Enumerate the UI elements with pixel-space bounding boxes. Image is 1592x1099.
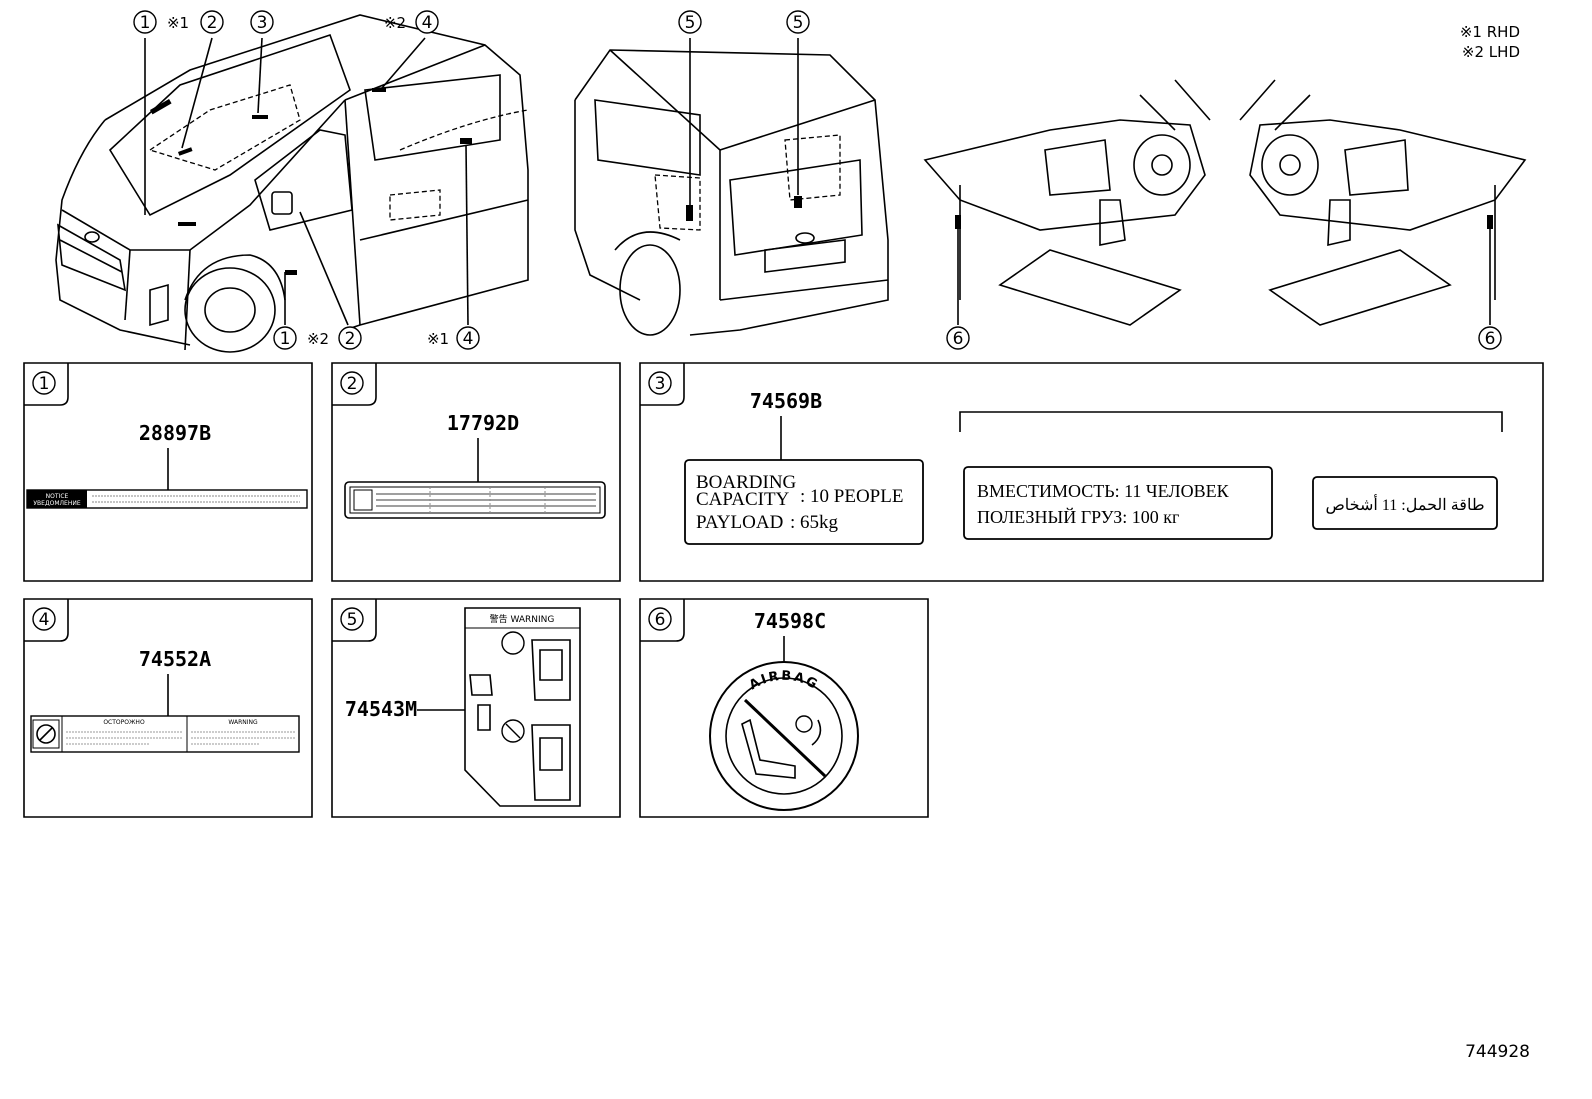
svg-text:5: 5	[793, 13, 804, 33]
star1-mark-bottom: ※1	[427, 330, 449, 348]
callout-2-bottom: 2	[338, 326, 362, 350]
svg-text:ПОЛЕЗНЫЙ ГРУЗ: 100 кг: ПОЛЕЗНЫЙ ГРУЗ: 100 кг	[977, 507, 1179, 527]
capacity-label-arabic: طاقة الحمل: 11 أشخاص	[1312, 476, 1498, 530]
svg-text:طاقة الحمل: 11 أشخاص: طاقة الحمل: 11 أشخاص	[1325, 494, 1484, 514]
svg-text:УВЕДОМЛЕНИЕ: УВЕДОМЛЕНИЕ	[33, 500, 80, 507]
panel-6: 6 74598C AIRBAG	[639, 598, 929, 818]
star2-mark-bottom: ※2	[307, 330, 329, 348]
svg-text:NOTICE: NOTICE	[46, 493, 69, 500]
svg-text:4: 4	[422, 13, 433, 33]
part-number-74543M: 74543M	[345, 697, 417, 721]
star2-mark-top: ※2	[384, 14, 406, 32]
svg-text:5: 5	[685, 13, 696, 33]
panel-3-number: 3	[655, 374, 666, 394]
svg-text:ВМЕСТИМОСТЬ: 11 ЧЕЛОВЕК: ВМЕСТИМОСТЬ: 11 ЧЕЛОВЕК	[977, 481, 1230, 501]
part-number-74569B: 74569B	[750, 389, 822, 413]
svg-text:1: 1	[280, 329, 291, 349]
capacity-label-english: BOARDING CAPACITY : 10 PEOPLE PAYLOAD : …	[684, 459, 924, 545]
callout-5-left: 5	[678, 10, 702, 34]
callout-4-top: 4	[415, 10, 439, 34]
note-rhd: ※1 RHD	[1460, 23, 1520, 41]
panel-1: 1 28897B NOTICE УВЕДОМЛЕНИЕ	[23, 362, 313, 582]
part-number-74552A: 74552A	[139, 647, 211, 671]
svg-text:WARNING: WARNING	[228, 719, 258, 726]
part-number-17792D: 17792D	[447, 411, 519, 435]
svg-text:6: 6	[953, 329, 964, 349]
panel-5-number: 5	[347, 610, 358, 630]
callout-6-left: 6	[946, 326, 970, 350]
svg-text:: 65kg: : 65kg	[790, 512, 839, 533]
callout-3-top: 3	[250, 10, 274, 34]
svg-text:2: 2	[345, 329, 356, 349]
tire-info-label	[344, 481, 606, 519]
svg-text:2: 2	[207, 13, 218, 33]
callout-1-bottom: 1	[273, 326, 297, 350]
callout-5-right: 5	[786, 10, 810, 34]
svg-text:PAYLOAD: PAYLOAD	[696, 512, 783, 533]
svg-text:CAPACITY: CAPACITY	[696, 489, 790, 510]
caution-label: ОСТОРОЖНО WARNING	[30, 715, 300, 753]
dashboard-lhd-view	[1239, 79, 1527, 326]
panel-6-number: 6	[655, 610, 666, 630]
capacity-label-russian: ВМЕСТИМОСТЬ: 11 ЧЕЛОВЕК ПОЛЕЗНЫЙ ГРУЗ: 1…	[963, 466, 1273, 540]
part-number-28897B: 28897B	[139, 421, 211, 445]
svg-text:BOARDING: BOARDING	[696, 472, 797, 493]
airbag-label: AIRBAG	[709, 661, 859, 811]
notice-label: NOTICE УВЕДОМЛЕНИЕ	[26, 489, 308, 509]
panel-4-number: 4	[39, 610, 50, 630]
svg-text:6: 6	[1485, 329, 1496, 349]
dashboard-rhd-view	[923, 79, 1211, 326]
panel-4: 4 74552A ОСТОРОЖНО WARNING	[23, 598, 313, 818]
svg-text:1: 1	[140, 13, 151, 33]
part-number-74598C: 74598C	[754, 609, 826, 633]
svg-text:ОСТОРОЖНО: ОСТОРОЖНО	[103, 719, 145, 726]
panel-3: 3 74569B BOARDING CAPACITY : 10 PEOPLE P…	[639, 362, 1544, 582]
van-rear-view	[574, 38, 889, 336]
svg-text:3: 3	[257, 13, 268, 33]
child-seat-warning-label: 警告 WARNING	[464, 607, 581, 807]
star1-mark-top: ※1	[167, 14, 189, 32]
panel-2: 2 17792D	[331, 362, 621, 582]
panel-2-number: 2	[347, 374, 358, 394]
panel-1-number: 1	[39, 374, 50, 394]
van-front-view	[55, 14, 529, 353]
panel-5: 5 74543M 警告 WARNING	[331, 598, 621, 818]
svg-text:警告 WARNING: 警告 WARNING	[490, 613, 555, 625]
callout-4-bottom: 4	[456, 326, 480, 350]
callout-1-top: 1	[133, 10, 157, 34]
callout-2-top: 2	[200, 10, 224, 34]
callout-6-right: 6	[1478, 326, 1502, 350]
svg-text:4: 4	[463, 329, 474, 349]
diagram-id: 744928	[1465, 1042, 1530, 1062]
note-lhd: ※2 LHD	[1462, 43, 1520, 61]
svg-text:: 10 PEOPLE: : 10 PEOPLE	[800, 486, 903, 507]
